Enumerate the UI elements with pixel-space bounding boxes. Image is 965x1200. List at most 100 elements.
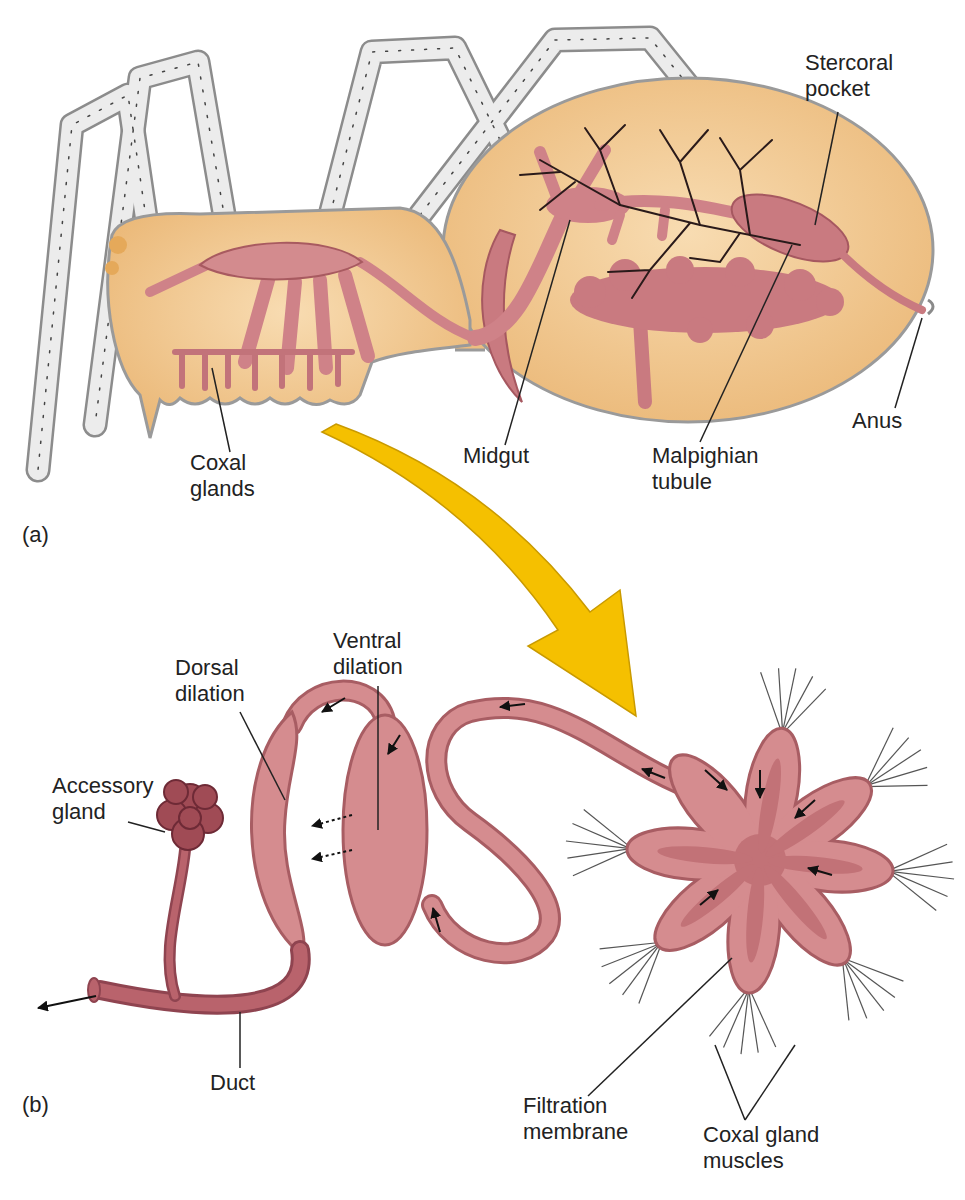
saccule bbox=[766, 853, 863, 877]
coxal-gland bbox=[179, 352, 185, 386]
saccule bbox=[743, 866, 767, 963]
part-label: Duct bbox=[210, 1070, 290, 1096]
gut bbox=[287, 282, 295, 368]
leader-line bbox=[128, 822, 165, 832]
accessory-gland bbox=[179, 807, 201, 829]
malpighian-tubule bbox=[585, 125, 625, 205]
gut bbox=[640, 320, 645, 402]
gut bbox=[200, 243, 362, 280]
duct bbox=[100, 950, 301, 1005]
flow-arrow bbox=[500, 704, 525, 707]
duct bbox=[88, 850, 301, 1005]
leader-line bbox=[240, 712, 285, 800]
coxal-gland bbox=[175, 349, 352, 355]
accessory-gland bbox=[164, 780, 188, 804]
leader-line bbox=[815, 112, 838, 225]
leader-line bbox=[588, 958, 732, 1096]
gut bbox=[574, 276, 606, 308]
part-label: Anus bbox=[852, 408, 932, 434]
coxal-gland bbox=[252, 352, 258, 388]
malpighian-tubule bbox=[540, 160, 800, 245]
flow-arrow bbox=[642, 769, 665, 778]
leader-line bbox=[239, 1012, 241, 1068]
saccule bbox=[657, 757, 864, 963]
duct bbox=[170, 850, 185, 996]
part-label: Midgut bbox=[463, 443, 563, 469]
malpighian-tubule bbox=[690, 233, 740, 262]
dilation bbox=[343, 715, 427, 945]
coxal-gland bbox=[225, 352, 231, 386]
gut bbox=[475, 212, 565, 338]
muscle-fibres bbox=[751, 662, 829, 740]
muscle-fibres bbox=[884, 839, 957, 912]
saccule bbox=[761, 794, 849, 862]
gut bbox=[475, 150, 922, 402]
leader-line bbox=[895, 318, 922, 408]
spider-body bbox=[443, 78, 933, 422]
leader-line bbox=[745, 1045, 795, 1120]
saccule bbox=[626, 726, 893, 994]
gland-tube bbox=[292, 691, 700, 954]
gut bbox=[725, 257, 755, 287]
saccule bbox=[676, 858, 760, 932]
flow-arrow bbox=[759, 770, 761, 798]
coxal-gland bbox=[307, 352, 313, 388]
duct bbox=[88, 978, 100, 1002]
gut bbox=[360, 262, 475, 338]
muscle-fibres bbox=[563, 662, 957, 1057]
saccule bbox=[626, 726, 893, 994]
gut bbox=[345, 275, 368, 356]
part-label: Stercoral pocket bbox=[805, 50, 935, 103]
duct bbox=[170, 850, 185, 996]
leader-line bbox=[377, 686, 379, 830]
leader-line bbox=[715, 1045, 745, 1120]
malpighian-tubule bbox=[520, 125, 800, 298]
part-label: Malpighian tubule bbox=[652, 443, 802, 496]
malpighian-tubule bbox=[720, 138, 772, 235]
flow-arrow bbox=[700, 890, 718, 905]
leader-line bbox=[128, 112, 922, 1120]
spider-body bbox=[105, 78, 933, 438]
part-label: (a) bbox=[22, 522, 72, 548]
saccule bbox=[657, 843, 754, 867]
gut bbox=[840, 252, 922, 310]
muscle-fibres bbox=[563, 808, 636, 881]
malpighian-tubule bbox=[660, 130, 708, 225]
part-label: Filtration membrane bbox=[523, 1093, 653, 1146]
gut bbox=[609, 259, 641, 291]
gut bbox=[150, 266, 205, 292]
coxal-gland bbox=[202, 352, 208, 388]
gut bbox=[687, 317, 713, 343]
malpighian-tubule bbox=[520, 172, 575, 210]
flow-arrow bbox=[312, 815, 352, 826]
gut bbox=[784, 269, 816, 301]
coxal-gland bbox=[335, 352, 341, 384]
leader-line bbox=[700, 245, 792, 442]
part-label: Dorsal dilation bbox=[175, 655, 285, 708]
leader-line bbox=[505, 220, 570, 445]
part-label: Accessory gland bbox=[52, 773, 172, 826]
dilation bbox=[251, 712, 427, 955]
gut bbox=[666, 256, 694, 284]
gut bbox=[150, 243, 475, 368]
muscle-fibres bbox=[708, 984, 781, 1057]
flow-arrow bbox=[705, 770, 727, 790]
leader-line bbox=[212, 368, 230, 452]
spider-body bbox=[928, 300, 933, 314]
part-label: Coxal glands bbox=[190, 450, 300, 503]
spider-body bbox=[109, 236, 127, 254]
accessory-gland bbox=[193, 785, 217, 809]
gland-tube bbox=[292, 691, 700, 954]
flow-arrow bbox=[38, 996, 96, 1008]
flow-arrow bbox=[808, 868, 832, 875]
spider-body bbox=[455, 349, 485, 352]
flow-arrow bbox=[795, 800, 815, 818]
gut bbox=[816, 288, 844, 316]
flow-arrow bbox=[388, 735, 400, 754]
flow-arrow bbox=[433, 908, 440, 932]
flow-arrow bbox=[312, 850, 352, 859]
part-label: Coxal gland muscles bbox=[703, 1122, 843, 1175]
saccule bbox=[758, 860, 832, 944]
